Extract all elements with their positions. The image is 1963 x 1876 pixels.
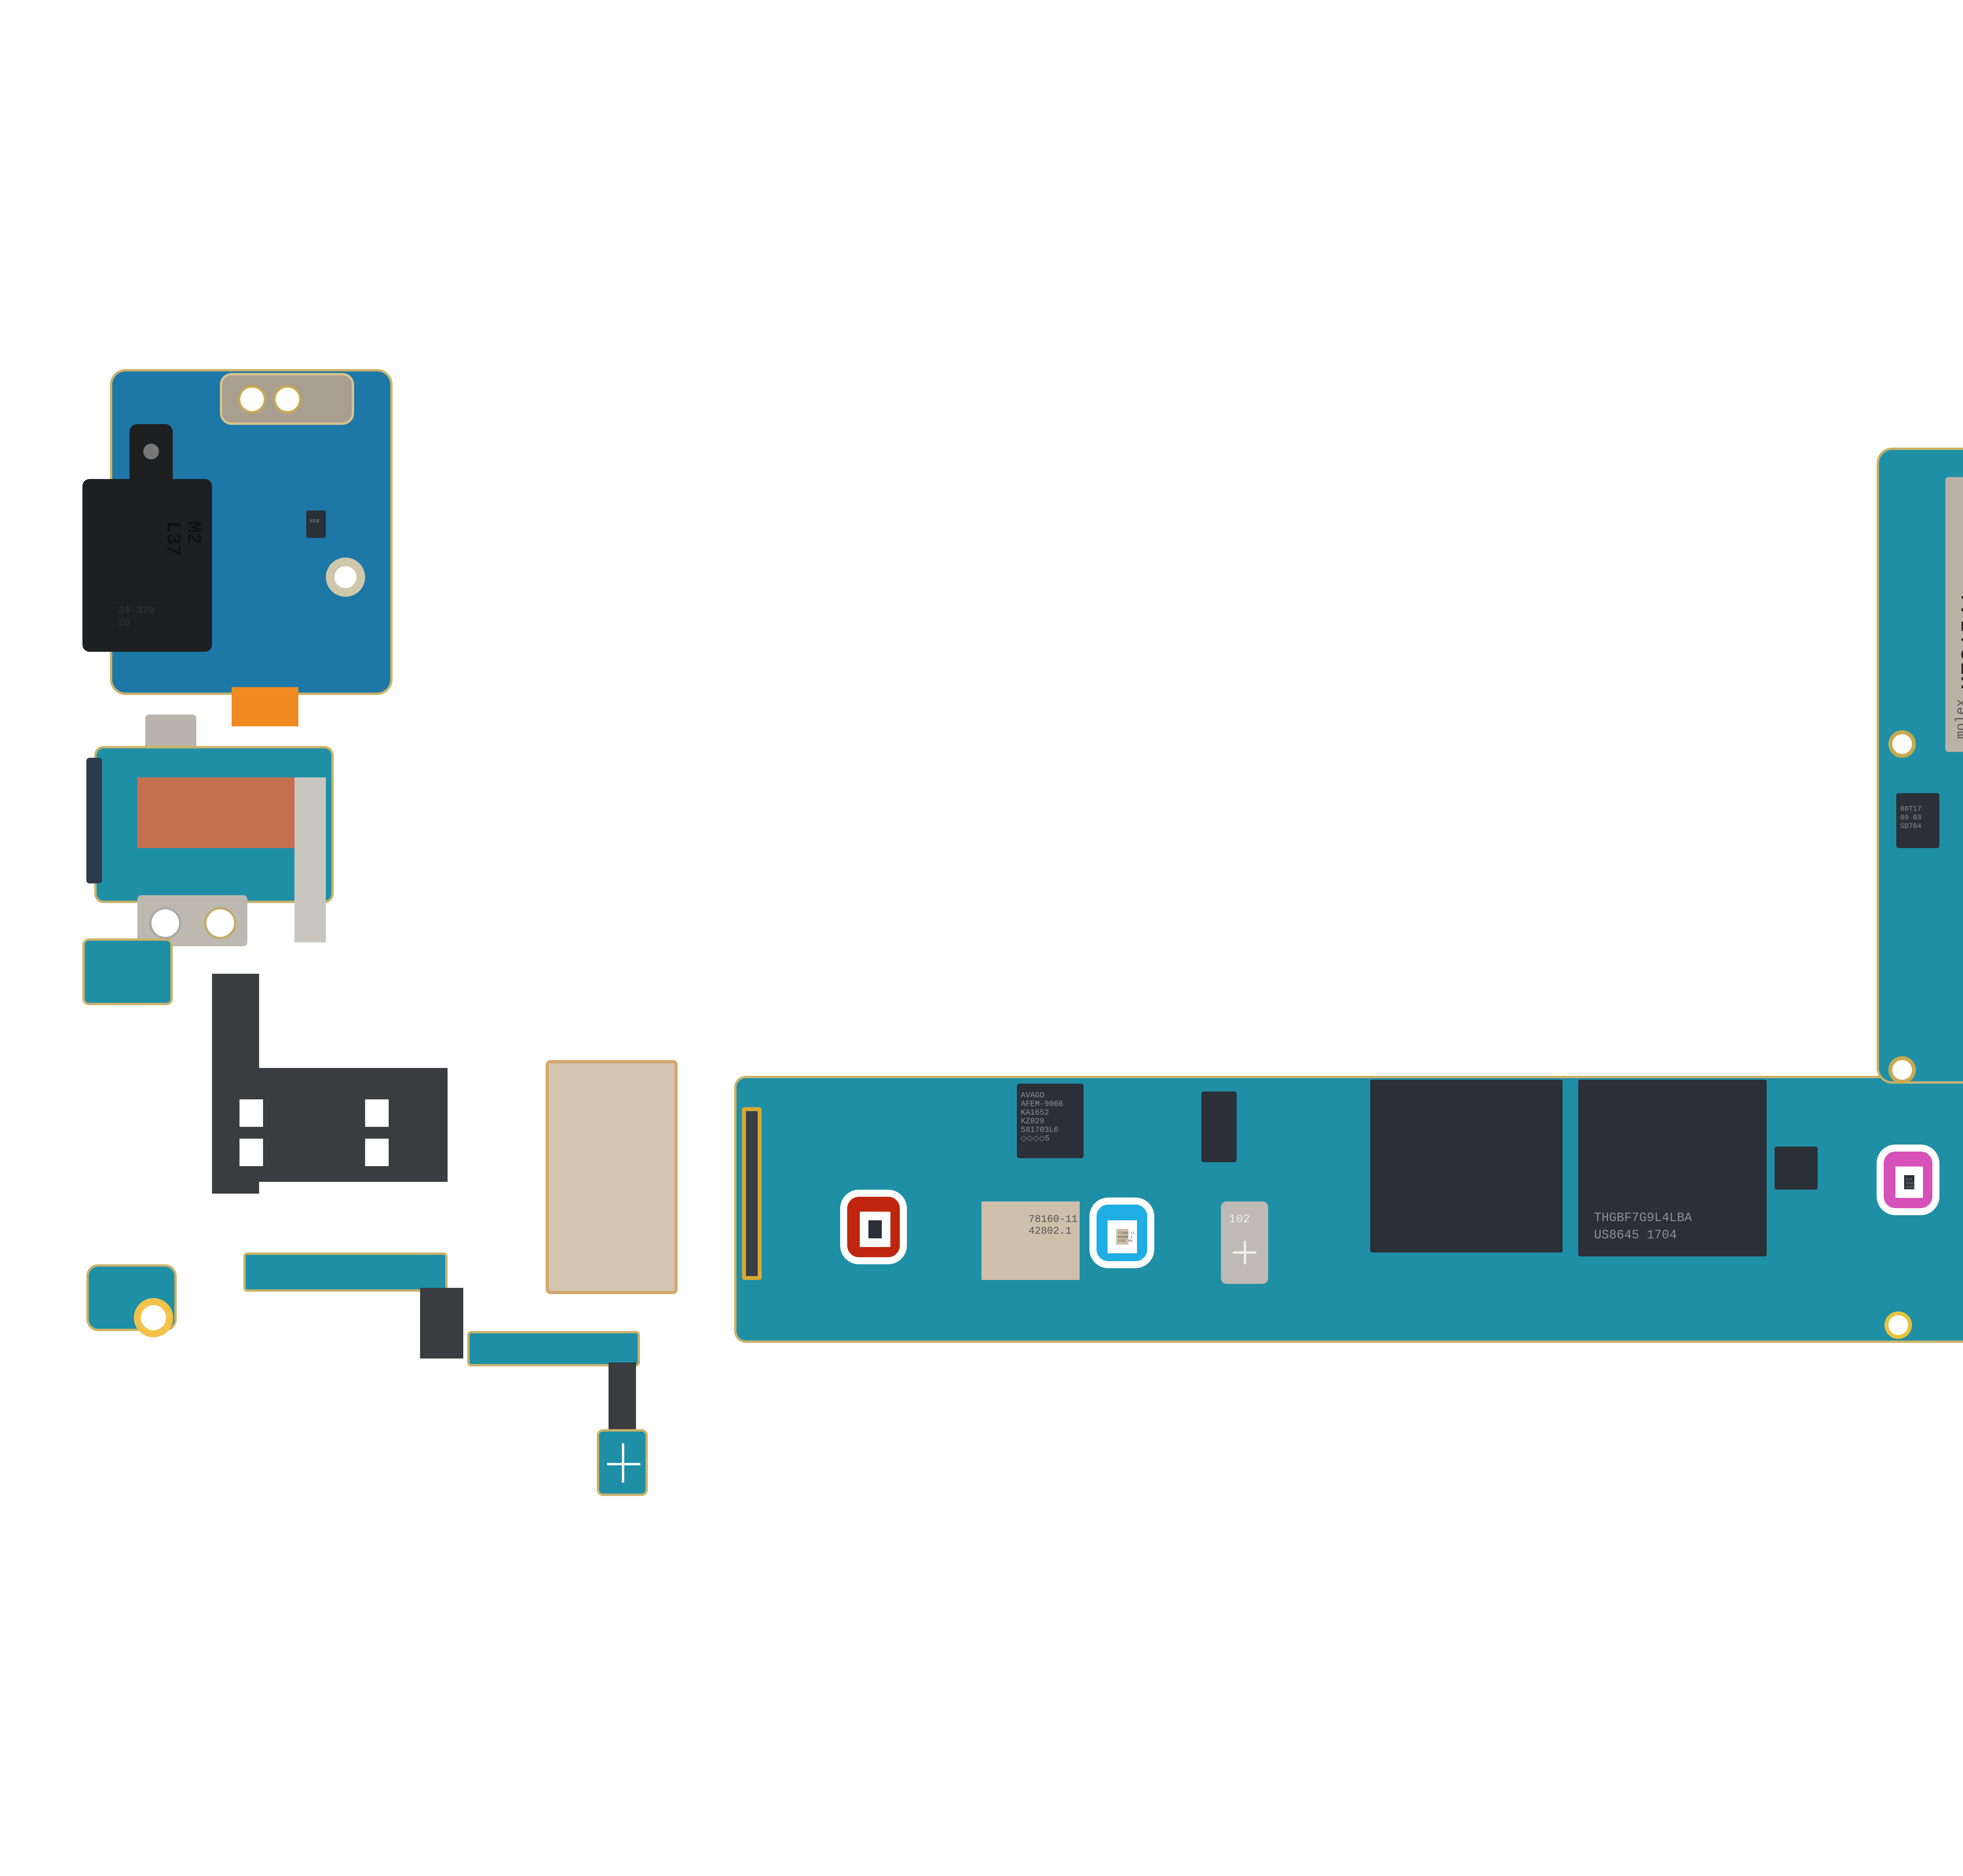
application-processor	[1370, 1080, 1563, 1252]
avago-chip: AVAGO AFEM-9066 KA1652 KZ029 581703L6 ◇◇…	[1017, 1084, 1084, 1158]
nxp-chip: 80T17 09 03 SD704	[1896, 793, 1939, 848]
white-pad	[287, 1186, 310, 1213]
square-chip	[1201, 1092, 1237, 1162]
white-pad	[239, 1099, 263, 1127]
daughterboard: M2 L37 34-379 26 XF8	[71, 361, 699, 1496]
mounting-hole	[1888, 1056, 1916, 1084]
mic-board	[82, 938, 173, 1005]
ufs-marking: THGBF7G9L4LBA US8645 1704	[1594, 1210, 1692, 1242]
antenna-strip-1	[243, 1252, 448, 1292]
white-pad	[365, 1139, 389, 1166]
headphone-jack: M2 L37 34-379 26	[82, 424, 212, 652]
jack-marking: 34-379 26	[118, 605, 155, 628]
antenna-tip	[597, 1429, 648, 1496]
crystal-can: 102	[1221, 1201, 1268, 1284]
orange-flex	[232, 687, 298, 726]
board-connector-left	[742, 1107, 762, 1280]
usb-bracket-bottom	[137, 895, 247, 946]
sim-tray-marking: M721541	[1958, 591, 1963, 690]
mounting-hole	[1888, 730, 1916, 758]
flex-tail	[609, 1362, 636, 1433]
sim-brand: molex	[1954, 698, 1963, 739]
nfc-shield	[546, 1060, 678, 1294]
highlight-cyan: 77365-11 84500.1 1707 MX	[1089, 1198, 1154, 1268]
white-pad	[412, 1186, 436, 1213]
ufs-storage: THGBF7G9L4LBA US8645 1704	[1578, 1080, 1767, 1256]
main-strip	[734, 1076, 1963, 1343]
white-pad	[239, 1139, 263, 1166]
skyworks-pa: 78160-11 42802.1	[982, 1201, 1080, 1280]
highlight-magenta: S24 0202 0703	[1877, 1145, 1939, 1215]
flex-cable-horizontal	[228, 1068, 448, 1182]
copper-shield	[137, 777, 318, 848]
antenna-strip-2	[467, 1331, 640, 1366]
pmic-chip	[1775, 1146, 1818, 1190]
flex-link	[420, 1288, 463, 1359]
metal-strip	[294, 777, 326, 942]
usb-c-port	[86, 758, 102, 883]
sim-tray: M721541 molex	[1945, 477, 1963, 752]
speaker-grille	[220, 373, 354, 425]
small-ic: XF8	[306, 510, 326, 538]
mounting-hole	[1884, 1311, 1912, 1339]
white-pad	[365, 1099, 389, 1127]
highlight-red	[840, 1190, 907, 1264]
